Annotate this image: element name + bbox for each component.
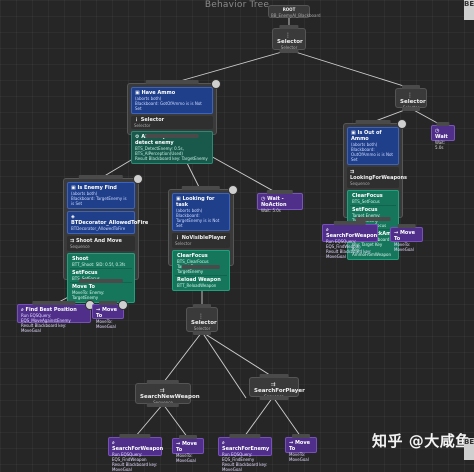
decorator-allowed-to-fire[interactable]: ◈ BTDecorator_AllowedToFire BTDecorator_… <box>67 211 148 234</box>
search-new-weapon-node[interactable]: ⇉SearchNewWeapon Sequence <box>135 380 200 407</box>
have-ammo-selector: ⋮ Selector Selector <box>131 116 213 129</box>
watermark-text: 知乎 @大咸鱼 <box>372 432 471 450</box>
move-to-bottom1-node[interactable]: → Move To MoveTo: MoveGoal <box>172 435 204 463</box>
service-icon: ⚙ <box>135 134 142 140</box>
breakpoint-badge <box>133 174 143 184</box>
search-for-weapon-top-node[interactable]: ⌕ SearchForWeapon Run EQSQuery: EQS_Find… <box>322 221 378 259</box>
breakpoint-badge <box>397 119 407 129</box>
wire <box>162 403 189 439</box>
sequence-icon: ⇉ <box>70 238 76 244</box>
wait-icon: ◷ <box>435 128 440 134</box>
search-for-enemy-node[interactable]: ⌕ SearchForEnemy Run EQSQuery: EQS_FindE… <box>218 434 272 472</box>
looking-for-task-node[interactable]: ▣ Looking for task (aborts both) Blackbo… <box>168 185 238 291</box>
eqs-icon: ⌕ <box>112 440 115 446</box>
selector-top-node[interactable]: ⋮Selector Selector <box>272 25 306 53</box>
wire <box>201 331 274 378</box>
move-arrow-icon: → <box>394 230 400 236</box>
selector-icon: ⋮ <box>134 117 141 123</box>
decorator-looking-for-task[interactable]: ▣ Looking for task (aborts both) Blackbo… <box>172 193 230 231</box>
move-to-left-node[interactable]: → Move To MoveTo: MoveGoal <box>92 300 128 329</box>
wire <box>172 49 290 84</box>
selector-right-label: Selector <box>400 99 426 105</box>
root-node[interactable]: ROOT BB_EnemyAI_Blackboard <box>268 5 321 18</box>
sequence-icon: ⇉ <box>350 169 355 175</box>
eqs-icon: ⌕ <box>326 227 329 233</box>
root-label: ROOT <box>282 7 296 12</box>
wire <box>243 396 274 438</box>
corner-logo: BE <box>464 0 474 20</box>
decorator-is-enemy-find[interactable]: ▣ Is Enemy Find (aborts both) Blackboard… <box>67 182 135 209</box>
wait-icon: ◷ <box>261 196 268 202</box>
wire <box>201 331 247 399</box>
blackboard-icon: ▣ <box>351 130 358 136</box>
eqs-icon: ⌕ <box>21 307 26 313</box>
selector-icon: ⋮ <box>407 92 413 99</box>
root-sub: BB_EnemyAI_Blackboard <box>271 13 321 18</box>
blackboard-icon: ▣ <box>176 196 183 202</box>
wire <box>272 396 302 438</box>
wait-noaction-node[interactable]: ◷ Wait - NoAction Wait: 5.0s <box>257 190 303 213</box>
decorator-icon: ◈ <box>71 214 75 220</box>
out-of-ammo-node[interactable]: ▣ Is Out of Ammo (aborts both) Blackboar… <box>343 119 407 260</box>
find-best-position-node[interactable]: ⌕ Find Best Position Run EQSQuery: EQS_M… <box>17 300 95 333</box>
selector-icon: ⋮ <box>175 235 182 241</box>
selector-top-label: Selector <box>277 39 303 45</box>
selector-icon: ⋮ <box>285 32 291 39</box>
shoot-and-move-sequence: ⇉ Shoot And Move Sequence <box>67 236 135 251</box>
sequence-icon: ⇉ <box>270 381 276 388</box>
breakpoint-badge <box>211 79 221 89</box>
corner-logo-bottom: BE <box>464 438 474 460</box>
no-visible-player-selector: ⋮ NoVisiblePlayer Selector <box>172 233 230 248</box>
search-for-weapon-bottom-node[interactable]: ⌕ SearchForWeapon Run EQSQuery: EQS_Find… <box>108 434 163 472</box>
wire <box>162 331 203 384</box>
looking-for-weapons-sequence: ⇉ LookingForWeapons Sequence <box>347 167 407 188</box>
selector-icon: ⋮ <box>198 313 204 320</box>
blackboard-icon: ▣ <box>71 185 78 191</box>
sequence-icon: ⇉ <box>159 387 165 394</box>
selector-bottom-node[interactable]: ⋮Selector Selector <box>186 304 218 335</box>
selector-right-node[interactable]: ⋮Selector Selector <box>395 85 427 111</box>
wire <box>288 49 411 89</box>
wait-right-node[interactable]: ◷ Wait Wait: 5.0s <box>431 122 455 150</box>
breakpoint-badge <box>118 300 128 310</box>
move-to-bottom2-node[interactable]: → Move To MoveTo: MoveGoal <box>285 434 317 462</box>
editor-title: Behavior Tree <box>204 0 270 10</box>
blackboard-icon: ▣ <box>135 90 142 96</box>
move-arrow-icon: → <box>96 307 102 313</box>
move-arrow-icon: → <box>289 440 295 446</box>
decorator-out-of-ammo[interactable]: ▣ Is Out of Ammo (aborts both) Blackboar… <box>347 127 399 165</box>
eqs-icon: ⌕ <box>222 440 225 446</box>
move-to-right-node[interactable]: → Move To MoveTo: MoveGoal <box>390 224 423 252</box>
breakpoint-badge <box>228 185 238 195</box>
wire <box>134 403 164 438</box>
decorator-have-ammo[interactable]: ▣ Have Ammo (aborts both) Blackboard: Go… <box>131 87 213 114</box>
selector-top-sub: Selector <box>280 45 298 50</box>
is-enemy-find-node[interactable]: ▣ Is Enemy Find (aborts both) Blackboard… <box>63 174 148 303</box>
move-arrow-icon: → <box>176 441 182 447</box>
search-for-player-node[interactable]: ⇉SearchForPlayer Sequence <box>249 374 305 400</box>
have-ammo-node[interactable]: ▣ Have Ammo (aborts both) Blackboard: Go… <box>127 79 221 164</box>
